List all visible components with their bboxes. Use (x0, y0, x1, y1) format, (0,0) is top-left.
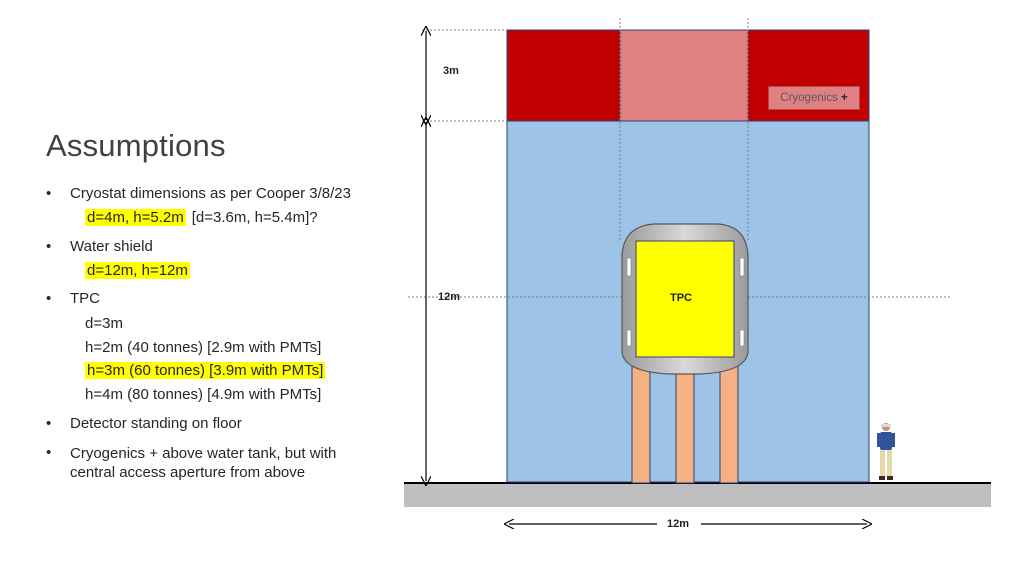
sub-cryostat-dimensions: d=4m, h=5.2m [d=3.6m, h=5.4m]? (85, 209, 318, 226)
cryogenics-plus: + (841, 92, 848, 104)
person-figure (877, 423, 895, 480)
support-leg-right (719, 361, 739, 484)
sub-water-shield-dimensions: d=12m, h=12m (85, 262, 190, 279)
sub-text: d=3m (85, 315, 123, 332)
vessel-ports (626, 257, 745, 347)
bullet-marker: • (46, 444, 52, 461)
bullet-text: Water shield (70, 238, 153, 255)
bullet-text: TPC (70, 290, 100, 307)
highlighted-text: d=12m, h=12m (85, 262, 190, 279)
cryogenics-label-text: Cryogenics (780, 92, 838, 104)
sub-tpc-h4: h=4m (80 tonnes) [4.9m with PMTs] (85, 386, 321, 403)
support-leg-left (631, 361, 651, 484)
highlighted-text: h=3m (60 tonnes) [3.9m with PMTs] (85, 362, 326, 379)
bullet-marker: • (46, 185, 52, 202)
bullet-text: Cryogenics + above water tank, but with … (70, 445, 337, 481)
dimension-label-3m: 3m (443, 65, 459, 77)
support-leg-center (675, 370, 695, 484)
sub-text: [d=3.6m, h=5.4m]? (191, 209, 318, 226)
sub-text: h=2m (40 tonnes) [2.9m with PMTs] (85, 339, 322, 356)
tpc-label: TPC (670, 292, 692, 304)
highlighted-text: d=4m, h=5.2m (85, 209, 186, 226)
bullet-text: Detector standing on floor (70, 415, 242, 432)
dimension-label-12m-horizontal: 12m (667, 518, 690, 530)
cryogenics-block-left (506, 29, 621, 122)
bullet-marker: • (46, 238, 52, 255)
sub-tpc-h2: h=2m (40 tonnes) [2.9m with PMTs] (85, 339, 321, 356)
sub-tpc-h3: h=3m (60 tonnes) [3.9m with PMTs] (85, 362, 326, 379)
cryogenics-block-center (619, 29, 749, 122)
sub-text: h=4m (80 tonnes) [4.9m with PMTs] (85, 386, 322, 403)
bullet-marker: • (46, 415, 52, 432)
slide-title: Assumptions (46, 128, 226, 163)
sub-tpc-diameter: d=3m (85, 315, 123, 332)
bullet-text: Cryostat dimensions as per Cooper 3/8/23 (70, 185, 351, 202)
dimension-label-12m-vertical: 12m (438, 291, 461, 303)
floor (404, 483, 991, 507)
cryogenics-label: Cryogenics + (768, 86, 860, 110)
tpc-volume (635, 240, 735, 358)
bullet-marker: • (46, 290, 52, 307)
